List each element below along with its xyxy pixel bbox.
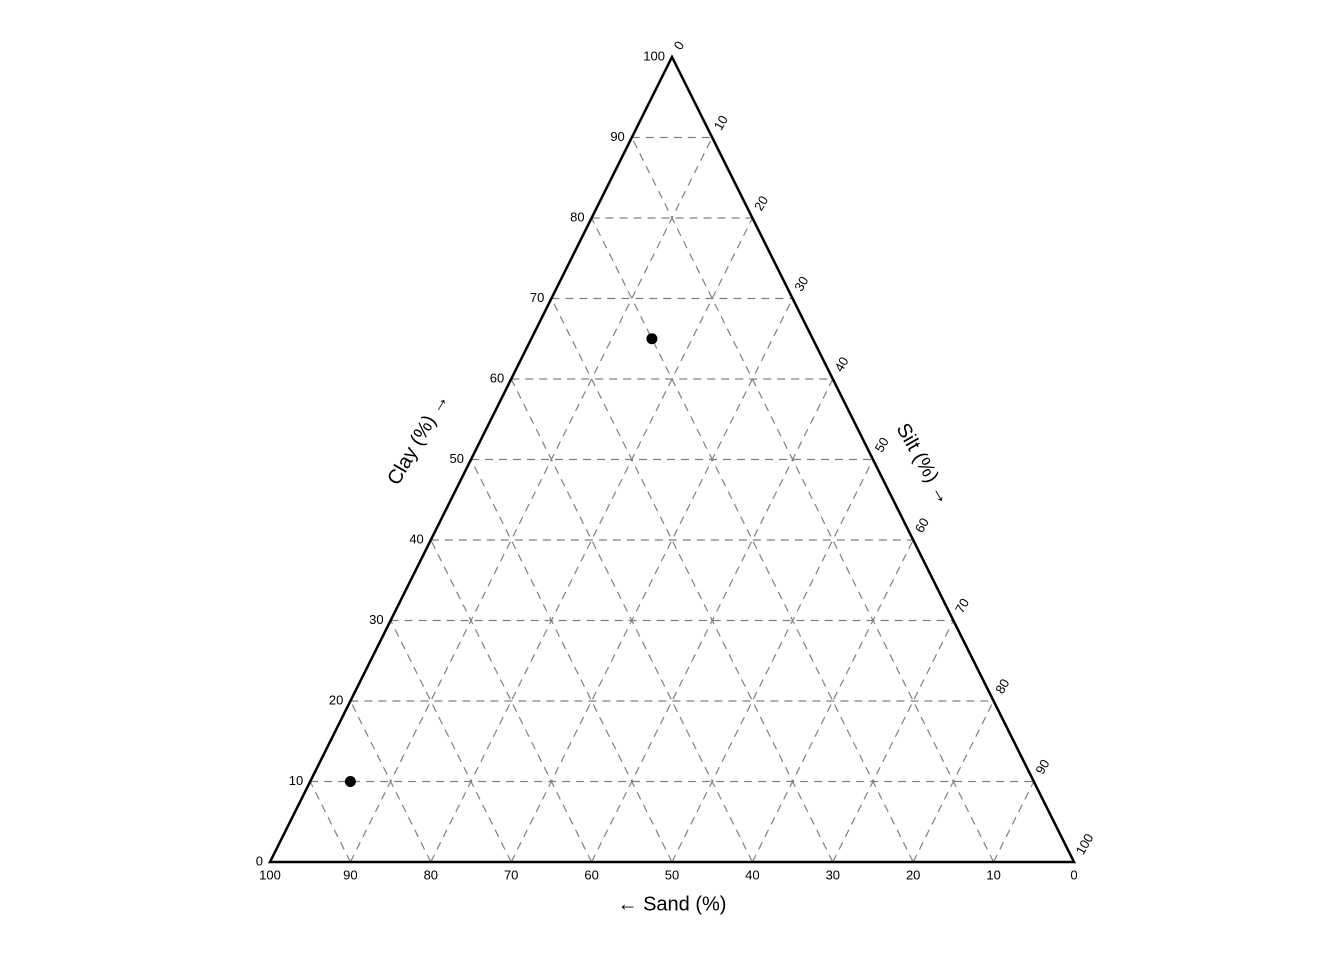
grid-line-silt-30 (510, 298, 794, 863)
grid-line-sand-60 (430, 539, 593, 863)
clay-tick-label: 0 (256, 853, 263, 868)
silt-tick-label: 60 (912, 515, 932, 535)
grid-line-silt-20 (430, 217, 753, 863)
clay-tick-label: 100 (643, 48, 665, 63)
clay-tick-label: 30 (369, 612, 383, 627)
grid-line-sand-10 (631, 137, 995, 863)
sand-tick-label: 40 (745, 867, 759, 882)
clay-tick-label: 40 (409, 531, 423, 546)
silt-tick-label: 100 (1073, 831, 1097, 857)
grid-line-sand-90 (309, 781, 351, 863)
grid-line-sand-80 (349, 700, 432, 863)
silt-tick-label: 70 (952, 596, 972, 616)
silt-tick-label: 0 (671, 38, 688, 52)
silt-tick-label: 90 (1032, 757, 1052, 777)
clay-tick-label: 10 (289, 773, 303, 788)
silt-tick-label: 10 (711, 113, 731, 133)
tick-labels: 1020304050607080901000010203040506070809… (256, 38, 1097, 882)
sand-tick-label: 80 (424, 867, 438, 882)
grid-line-sand-70 (390, 620, 512, 863)
sand-tick-label: 100 (259, 867, 281, 882)
clay-tick-label: 80 (570, 209, 584, 224)
triangle-outline (267, 54, 1077, 864)
grid-line-silt-70 (832, 620, 954, 863)
sand-tick-label: 30 (826, 867, 840, 882)
silt-tick-label: 80 (992, 676, 1012, 696)
grid-line-silt-60 (751, 539, 914, 863)
grid-line-sand-50 (470, 459, 673, 863)
grid-line-sand-20 (591, 217, 914, 863)
clay-axis-title: Clay (%) → (383, 389, 453, 489)
data-points (344, 333, 658, 787)
grid-line-sand-30 (550, 298, 834, 863)
data-point (344, 776, 356, 787)
grid-lines (309, 136, 1035, 863)
sand-tick-label: 10 (986, 867, 1000, 882)
silt-tick-label: 40 (831, 354, 851, 374)
sand-tick-label: 90 (343, 867, 357, 882)
sand-axis-title: ← Sand (%) (618, 893, 727, 915)
sand-tick-label: 20 (906, 867, 920, 882)
grid-line-silt-80 (912, 700, 995, 863)
clay-tick-label: 50 (450, 451, 464, 466)
sand-tick-label: 50 (665, 867, 679, 882)
clay-tick-label: 70 (530, 290, 544, 305)
clay-tick-label: 60 (490, 370, 504, 385)
grid-line-silt-10 (349, 137, 713, 863)
silt-axis-title: Silt (%) → (892, 420, 956, 509)
silt-tick-label: 20 (751, 193, 771, 213)
clay-tick-label: 20 (329, 692, 343, 707)
silt-tick-label: 50 (872, 435, 892, 455)
data-point (646, 333, 658, 345)
clay-tick-label: 90 (610, 129, 624, 144)
grid-line-silt-90 (993, 781, 1035, 863)
sand-tick-label: 70 (504, 867, 518, 882)
grid-line-silt-50 (671, 459, 874, 863)
sand-tick-label: 60 (584, 867, 598, 882)
sand-tick-label: 0 (1070, 867, 1077, 882)
silt-tick-label: 30 (791, 274, 811, 294)
